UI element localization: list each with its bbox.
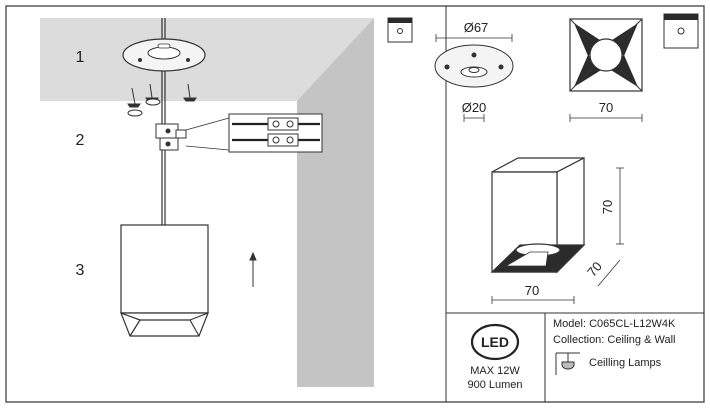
connector-detail-box bbox=[228, 113, 323, 153]
screws bbox=[127, 83, 197, 117]
step-number: 1 bbox=[76, 49, 85, 66]
top-width-dimension bbox=[569, 114, 643, 122]
ceiling-mount-icon bbox=[663, 13, 699, 49]
step-number: 3 bbox=[76, 262, 85, 279]
canopy-diameter-label: Ø67 bbox=[464, 20, 489, 35]
info-table bbox=[446, 312, 704, 402]
lumen-rating: 900 Lumen bbox=[467, 379, 522, 391]
category-name: Ceilling Lamps bbox=[589, 357, 662, 369]
power-rating: MAX 12W bbox=[470, 365, 520, 377]
ceiling-mount-icon bbox=[387, 17, 413, 43]
up-arrow bbox=[249, 251, 257, 287]
lamp-perspective-view bbox=[490, 157, 586, 274]
canopy-step-1 bbox=[122, 38, 206, 72]
led-badge: LED bbox=[470, 323, 520, 361]
step-number: 2 bbox=[76, 132, 85, 149]
outer-frame bbox=[5, 5, 705, 403]
collection-name: Collection: Ceiling & Wall bbox=[553, 334, 675, 346]
hole-diameter-label: Ø20 bbox=[462, 100, 487, 115]
wall-area bbox=[297, 18, 374, 387]
canopy-plan-view bbox=[434, 44, 514, 88]
front-height-label: 70 bbox=[600, 200, 615, 214]
front-width-label: 70 bbox=[525, 283, 539, 298]
led-badge-text: LED bbox=[481, 334, 509, 350]
detail-callout-top bbox=[185, 117, 230, 131]
ceiling-lamp-icon bbox=[555, 352, 580, 375]
front-depth-dimension bbox=[597, 259, 621, 287]
top-width-label: 70 bbox=[599, 100, 613, 115]
front-depth-label: 70 bbox=[584, 259, 605, 280]
front-height-dimension bbox=[616, 167, 624, 245]
front-width-dimension bbox=[491, 296, 575, 304]
detail-callout-bottom bbox=[185, 145, 230, 151]
canopy-diameter-dimension bbox=[435, 34, 513, 42]
wire-connector bbox=[155, 123, 187, 151]
hole-diameter-dimension bbox=[463, 114, 485, 122]
ceiling-area bbox=[40, 18, 374, 101]
lamp-body-step-3 bbox=[120, 224, 209, 337]
lamp-top-view bbox=[569, 18, 643, 92]
model-number: Model: C065CL-L12W4K bbox=[553, 318, 676, 330]
